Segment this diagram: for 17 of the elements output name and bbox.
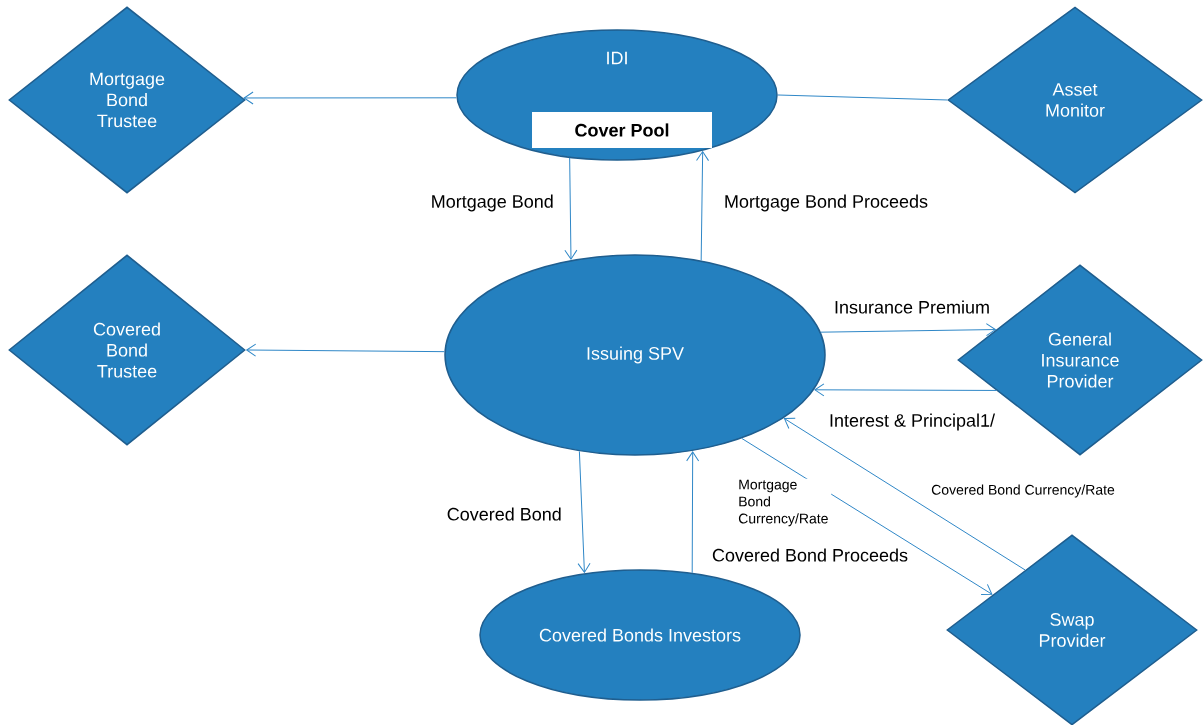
edge-label: Covered Bond Currency/Rate (930, 483, 1116, 499)
arrow (577, 450, 591, 573)
edge-label: Mortgage Bond Proceeds (722, 193, 930, 213)
edge-label: Mortgage Bond Currency/Rate (737, 478, 832, 528)
arrow (820, 323, 996, 337)
label-box: Cover Pool (532, 112, 712, 148)
arrow (686, 451, 700, 574)
arrow (814, 383, 997, 397)
edge-label: Mortgage Bond (429, 193, 555, 213)
edge-label: Covered Bond Proceeds (710, 547, 910, 563)
arrow (243, 91, 457, 105)
arrow (696, 151, 710, 261)
arrow (246, 343, 445, 357)
edge-label: Covered Bond (445, 506, 563, 522)
arrow (783, 417, 1026, 571)
arrow (741, 437, 993, 595)
arrow (564, 157, 578, 260)
